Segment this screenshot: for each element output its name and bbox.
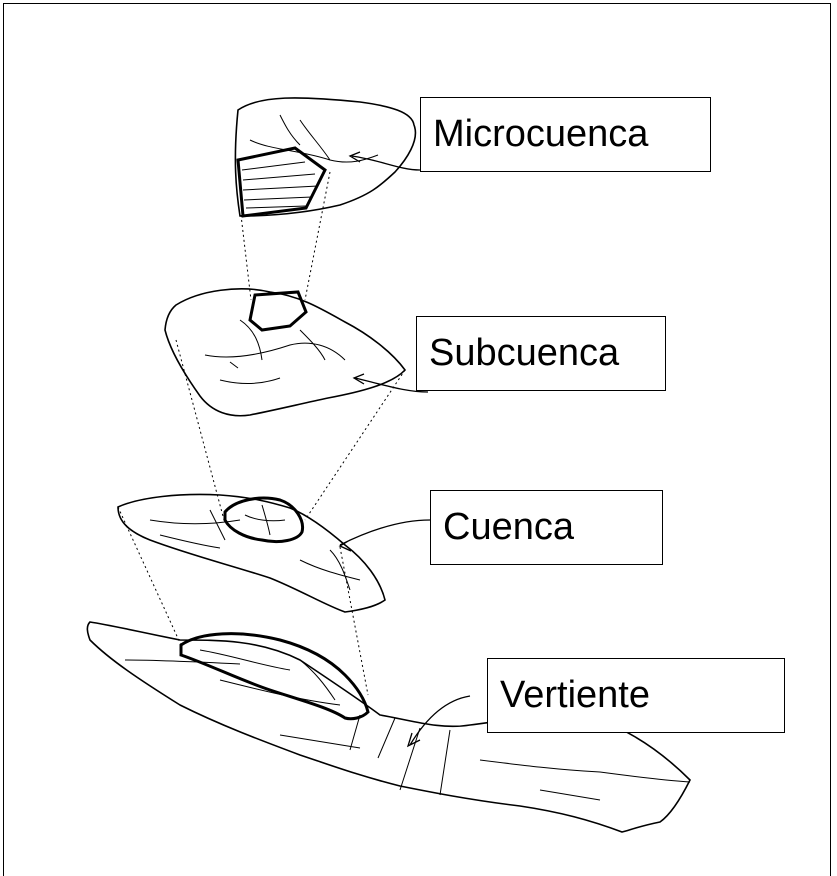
subcuenca-outline xyxy=(165,289,405,416)
projection-line-3 xyxy=(176,340,224,520)
cuenca-highlight-streams xyxy=(245,505,285,535)
projection-line-1 xyxy=(241,215,251,300)
subcuenca-label: Subcuenca xyxy=(416,316,666,391)
subcuenca-highlight xyxy=(250,292,306,330)
microcuenca-outline xyxy=(235,98,415,216)
cuenca-highlight xyxy=(225,498,303,541)
microcuenca-highlight xyxy=(238,148,325,216)
vertiente-arrow xyxy=(408,696,470,746)
microcuenca-label-text: Microcuenca xyxy=(433,113,648,156)
projection-line-2 xyxy=(305,172,330,300)
vertiente-highlight-streams xyxy=(200,650,335,700)
vertiente-highlight xyxy=(181,634,368,719)
subcuenca-label-text: Subcuenca xyxy=(429,332,619,375)
vertiente-label: Vertiente xyxy=(487,658,785,733)
microcuenca-label: Microcuenca xyxy=(420,97,711,172)
cuenca-label: Cuenca xyxy=(430,490,663,565)
microcuenca-hatching xyxy=(242,162,318,208)
microcuenca-stream xyxy=(250,115,378,162)
microcuenca-sketch xyxy=(235,98,420,216)
vertiente-label-text: Vertiente xyxy=(500,674,650,717)
cuenca-sketch xyxy=(118,495,430,613)
cuenca-arrow xyxy=(340,520,430,551)
projection-lines xyxy=(118,172,405,695)
cuenca-label-text: Cuenca xyxy=(443,506,574,549)
subcuenca-sketch xyxy=(165,289,428,416)
